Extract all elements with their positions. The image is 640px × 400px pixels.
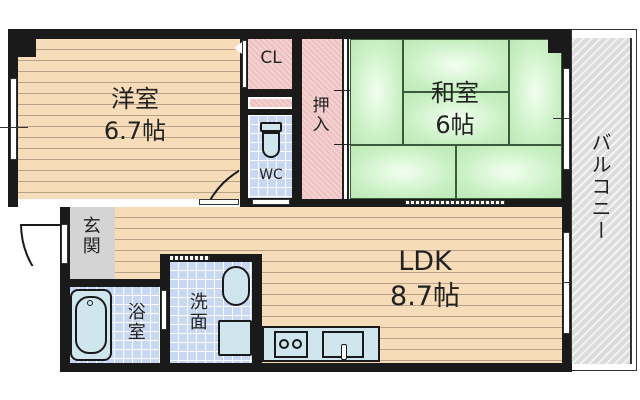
entrance-label: 玄関 [79,216,101,256]
western-room-window [10,78,17,160]
toilet-bowl [262,132,280,158]
ldk-size: 8.7帖 [390,281,460,313]
exterior-wall-bottom [60,363,572,372]
closet-door-marker [234,42,242,54]
oshiire-label: 押入 [308,96,329,134]
washroom-label: 洗面 [186,292,208,332]
bathroom-label: 浴室 [124,302,146,342]
sliding-door[interactable] [342,39,349,199]
exterior-wall [60,207,70,367]
shelf [250,99,292,107]
tatami-mat [403,92,509,145]
ldk-window[interactable] [563,232,570,334]
kitchen-sink [322,331,364,360]
western-room-size: 6.7帖 [103,116,167,145]
wash-basin [222,266,250,306]
ldk-name: LDK [398,246,452,277]
corner-pillar [548,39,562,53]
window-marker [0,127,28,128]
toilet-tank [260,122,282,132]
tatami-mat [403,39,509,92]
closet-door[interactable] [242,40,247,88]
toilet-label: WC [259,167,283,183]
japanese-room [350,39,562,199]
oshiire [302,39,342,199]
western-room [18,39,240,199]
washroom-window [170,256,210,260]
balcony [572,38,632,364]
japanese-room-label: 和室 6帖 [405,79,505,139]
window-marker [553,118,579,119]
toilet-door[interactable] [252,199,290,205]
window-marker [553,282,579,283]
japanese-room-name: 和室 [431,79,479,107]
japanese-room-size: 6帖 [435,110,475,139]
stove [274,331,308,358]
closet [248,39,294,89]
interior-wall [248,109,294,115]
door-marker [334,144,356,145]
interior-wall [60,279,170,287]
entrance [70,207,115,279]
faucet-icon [341,344,347,360]
interior-wall [160,254,262,262]
tatami-mat [456,145,562,199]
closet-label: CL [260,48,282,68]
ldk-label: LDK 8.7帖 [360,246,490,312]
exterior-wall-top [8,29,570,39]
interior-wall [248,89,294,97]
exterior-wall-right [562,29,572,371]
interior-wall [240,39,248,207]
washing-machine-space [218,320,252,356]
corner-pillar [18,39,36,57]
japanese-room-sliding-door[interactable] [405,200,505,205]
bathtub-basin [75,296,107,354]
tatami-mat [509,39,562,145]
western-room-name: 洋室 [111,85,159,113]
burner-icon [279,339,289,349]
western-room-label: 洋室 6.7帖 [70,85,200,145]
entrance-door[interactable] [61,224,68,264]
bathroom-door[interactable] [161,290,167,330]
tatami-mat [350,39,403,145]
door-marker [334,90,356,91]
western-room-door[interactable] [199,199,239,205]
balcony-label: バルコニー [588,132,612,242]
japanese-room-window[interactable] [563,68,570,170]
interior-wall [252,254,262,372]
drain [87,300,93,306]
tatami-mat [350,145,456,199]
burner-icon [292,339,302,349]
interior-wall [292,39,302,207]
